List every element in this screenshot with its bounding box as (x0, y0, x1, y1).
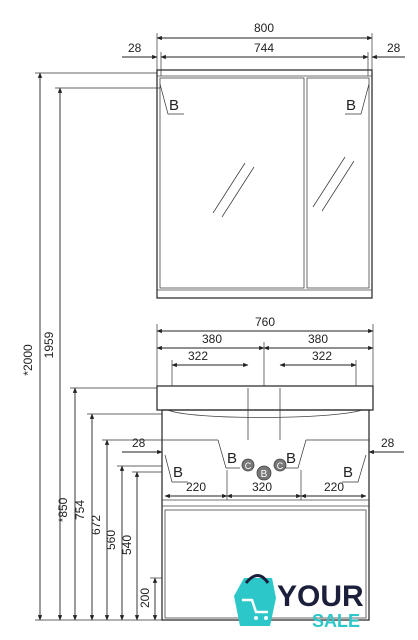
water-inlet-icon: C (273, 458, 287, 472)
dim-vanity-half-right: 380 (308, 332, 328, 346)
mirror-left-door (159, 77, 305, 289)
mirror-dimensions: 800 744 28 28 (122, 21, 405, 76)
svg-text:C: C (245, 461, 252, 471)
dim-vanity-side-right: 28 (381, 436, 395, 450)
dim-mirror-side-right: 28 (387, 41, 401, 55)
mirror-glare-icon (212, 156, 355, 218)
dim-mirror-inner-width: 744 (254, 41, 274, 55)
svg-text:C: C (277, 461, 284, 471)
dim-height-total: *2000 (21, 344, 35, 376)
dim-bottom-left: 220 (186, 480, 206, 494)
yoursale-logo: YOUR SALE (234, 574, 364, 631)
logo-word-your: YOUR (277, 580, 364, 613)
dim-drain-offset-left: 322 (188, 349, 208, 363)
dim-drain-offset-right: 322 (312, 349, 332, 363)
drain-outlet-icon: B (256, 465, 272, 481)
mount-marker-b: B (159, 83, 184, 115)
dim-vanity-total-width: 760 (255, 315, 275, 329)
dim-vanity-side-left: 28 (132, 436, 146, 450)
dim-mirror-total-width: 800 (254, 21, 274, 35)
mount-marker-b: B (342, 454, 367, 483)
mount-marker-b: B (345, 83, 370, 115)
mount-marker-b: B (284, 439, 307, 469)
dim-height-672: 672 (89, 515, 103, 535)
dim-bottom-right: 220 (324, 480, 344, 494)
height-dimensions: *2000 1959 *850 754 672 560 540 200 (21, 72, 162, 621)
mirror-right-door (306, 77, 370, 289)
mount-marker-b: B (217, 439, 240, 469)
water-inlet-icon: C (241, 458, 255, 472)
dim-mirror-side-left: 28 (128, 41, 142, 55)
svg-text:B: B (169, 97, 179, 114)
basin-bowl (167, 409, 363, 418)
shopping-bag-icon (234, 574, 276, 626)
dim-height-vanity-top: *850 (56, 497, 70, 522)
svg-text:B: B (286, 450, 296, 467)
vanity-countertop (156, 385, 374, 411)
dim-height-mirror-mount: 1959 (42, 331, 56, 358)
svg-text:B: B (261, 469, 268, 480)
dim-height-754: 754 (73, 500, 87, 520)
mount-marker-b: B (164, 454, 188, 483)
svg-text:B: B (346, 97, 356, 114)
vanity-bottom-dimensions: 220 320 220 (164, 470, 367, 500)
svg-text:B: B (227, 450, 237, 467)
svg-text:B: B (173, 464, 183, 481)
mirror-cabinet-body (156, 69, 373, 299)
vanity-top-dimensions: 760 380 380 322 322 (156, 315, 374, 386)
vanity-unit: B B B B C B C (156, 385, 374, 621)
dim-height-540: 540 (120, 535, 134, 555)
svg-text:B: B (343, 464, 353, 481)
logo-word-sale: SALE (312, 611, 360, 631)
dim-height-560: 560 (104, 530, 118, 550)
mirror-cabinet: B B (156, 69, 373, 299)
dim-vanity-half-left: 380 (202, 332, 222, 346)
vanity-side-dimensions: 28 28 (122, 436, 404, 455)
dim-height-plinth: 200 (138, 588, 152, 608)
dim-bottom-center: 320 (252, 480, 272, 494)
